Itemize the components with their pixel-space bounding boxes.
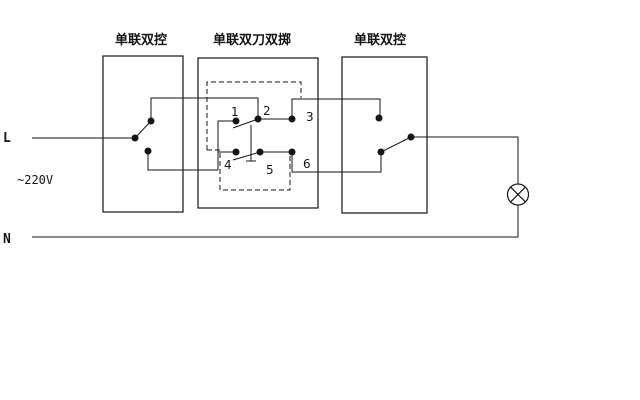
terminal-label-3: 3 <box>306 110 314 124</box>
terminal-6-out-wire <box>291 152 382 173</box>
dpdt-inner-dashed-lower <box>207 149 291 191</box>
terminal-3-out-wire <box>291 98 381 119</box>
dpdt-terminal-4 <box>232 148 240 156</box>
dpdt-top-blade <box>232 118 259 129</box>
left-switch-common-terminal <box>131 134 139 142</box>
terminal-label-4: 4 <box>224 158 232 172</box>
lamp-cross-line <box>510 186 526 203</box>
left-switch-bottom-terminal <box>144 147 152 155</box>
neutral-return-wire <box>32 205 519 238</box>
lamp-feed-wire <box>411 136 519 184</box>
right-switch-title: 单联双控 <box>354 32 406 48</box>
left-switch-box <box>102 55 184 213</box>
right-switch-common-terminal <box>407 133 415 141</box>
live-line-label: L <box>3 131 11 146</box>
right-switch-bottom-terminal <box>377 148 385 156</box>
neutral-line-label: N <box>3 232 11 247</box>
dpdt-terminal-2 <box>254 115 262 123</box>
right-switch-top-terminal <box>375 114 383 122</box>
middle-switch-box <box>197 57 319 209</box>
left-switch-top-traveller <box>150 97 259 121</box>
left-switch-top-terminal <box>147 117 155 125</box>
dpdt-bottom-blade <box>232 151 261 161</box>
right-switch-box <box>341 56 428 214</box>
right-switch-blade <box>380 136 412 153</box>
dpdt-terminal-6 <box>288 148 296 156</box>
voltage-label: ~220V <box>17 173 53 187</box>
dpdt-terminal-1 <box>232 117 240 125</box>
terminal-1-4-link <box>217 120 236 170</box>
left-switch-title: 单联双控 <box>115 32 167 48</box>
dpdt-terminal-3 <box>288 115 296 123</box>
terminal-label-5: 5 <box>266 163 274 177</box>
dpdt-inner-dashed-upper <box>206 81 302 150</box>
terminal-label-2: 2 <box>263 104 271 118</box>
terminal-label-6: 6 <box>303 157 311 171</box>
dpdt-terminal-5 <box>256 148 264 156</box>
terminal-label-1: 1 <box>231 105 239 119</box>
left-switch-bottom-traveller <box>147 151 218 171</box>
lamp-symbol <box>506 183 530 206</box>
left-switch-blade <box>134 120 152 139</box>
middle-switch-title: 单联双刀双掷 <box>213 32 291 48</box>
